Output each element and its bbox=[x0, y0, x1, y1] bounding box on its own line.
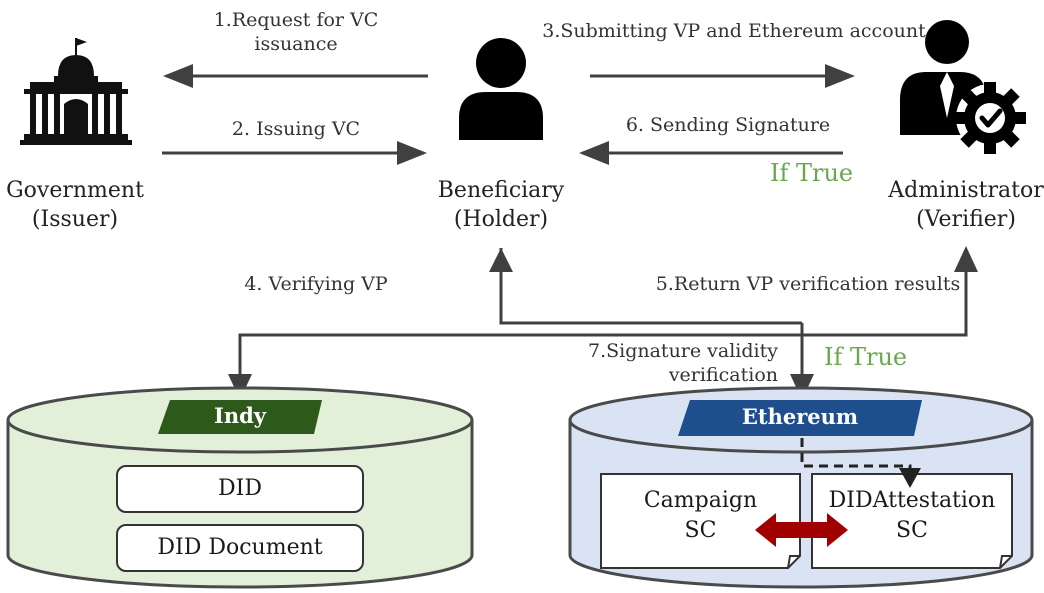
arrowhead-5-up bbox=[954, 246, 978, 272]
double-arrow-red bbox=[755, 513, 848, 547]
ethereum-title: Ethereum bbox=[741, 404, 859, 429]
did-box bbox=[116, 465, 364, 513]
condition-if-true-top: If True bbox=[770, 159, 854, 187]
didattestation-sc-line2: SC bbox=[896, 518, 928, 543]
indy-tag bbox=[158, 400, 322, 434]
edge-label-6: 6. Sending Signature bbox=[625, 114, 831, 136]
arrowhead-4-up bbox=[489, 248, 513, 272]
campaign-sc-line1: Campaign bbox=[643, 488, 758, 513]
edge-label-1-line2: issuance bbox=[254, 33, 338, 55]
connector-indy-to-ethereum bbox=[238, 250, 968, 392]
campaign-sc-doc bbox=[600, 473, 801, 569]
ethereum-tag bbox=[678, 400, 922, 436]
did-label: DID bbox=[218, 476, 262, 501]
actor-government-name: Government bbox=[6, 178, 144, 203]
edge-label-5: 5.Return VP verification results bbox=[655, 273, 961, 295]
ethereum-database bbox=[568, 386, 1034, 589]
did-document-label: DID Document bbox=[157, 535, 323, 560]
arrow-4-verifying-vp bbox=[499, 248, 802, 325]
actor-administrator-role: (Verifier) bbox=[916, 207, 1016, 232]
campaign-sc-line2: SC bbox=[684, 518, 717, 543]
indy-title: Indy bbox=[214, 403, 266, 428]
didattestation-sc-line1: DIDAttestation bbox=[828, 488, 996, 513]
edge-label-3: 3.Submitting VP and Ethereum account bbox=[542, 20, 926, 42]
person-icon bbox=[459, 38, 543, 140]
actor-beneficiary-role: (Holder) bbox=[453, 207, 549, 232]
did-document-box bbox=[116, 524, 364, 572]
edge-label-7-line1: 7.Signature validity bbox=[587, 340, 778, 362]
actor-administrator-name: Administrator bbox=[888, 178, 1044, 203]
government-building-icon bbox=[20, 38, 132, 145]
edge-label-7-line2: verification bbox=[668, 364, 778, 386]
admin-gear-check-icon bbox=[900, 20, 1026, 154]
actor-government-role: (Issuer) bbox=[31, 207, 119, 232]
edge-label-1-line1: 1.Request for VC bbox=[213, 9, 379, 31]
edge-label-2: 2. Issuing VC bbox=[231, 118, 361, 140]
edge-label-4: 4. Verifying VP bbox=[244, 273, 388, 295]
didattestation-sc-doc bbox=[811, 473, 1013, 569]
condition-if-true-bottom: If True bbox=[824, 343, 908, 371]
indy-database bbox=[6, 386, 474, 589]
actor-beneficiary-name: Beneficiary bbox=[437, 178, 565, 203]
